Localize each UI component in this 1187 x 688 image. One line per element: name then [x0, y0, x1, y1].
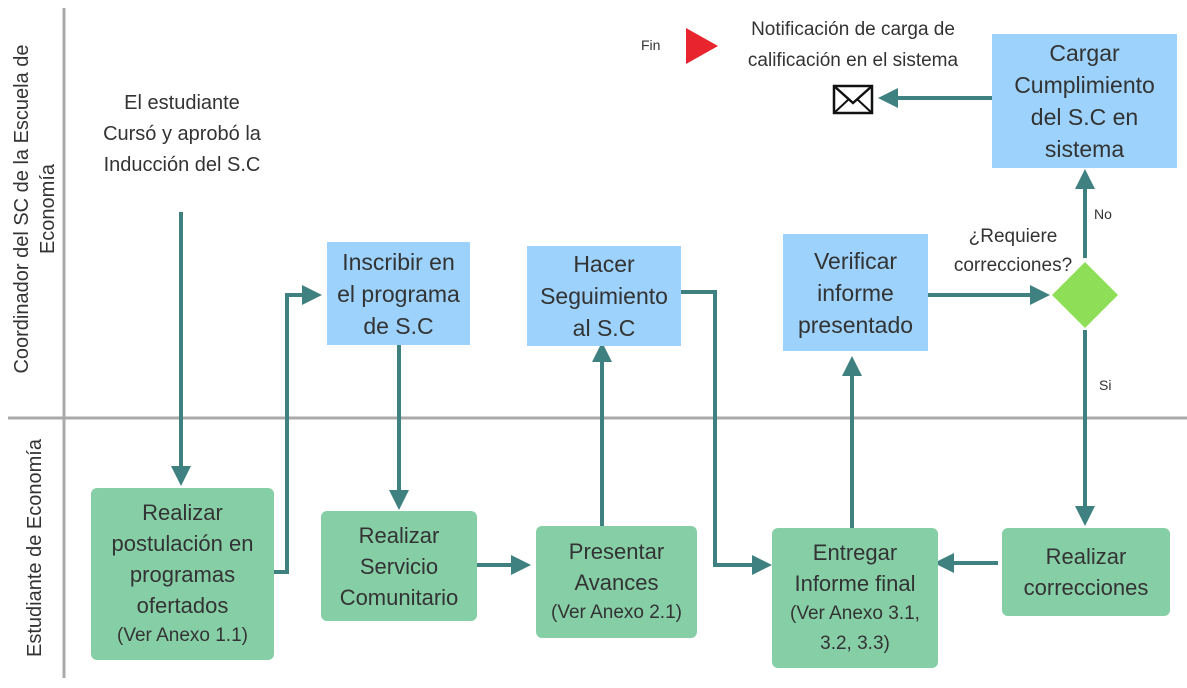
envelope-icon: [832, 84, 874, 115]
box-postulacion-note: (Ver Anexo 1.1): [117, 625, 248, 646]
box-cargar-label: Cargar Cumplimiento del S.C en sistema: [1014, 40, 1155, 162]
box-cargar-cumplimiento: Cargar Cumplimiento del S.C en sistema: [992, 34, 1177, 168]
box-avances-note: (Ver Anexo 2.1): [551, 602, 682, 623]
box-hacer-seguimiento: Hacer Seguimiento al S.C: [527, 246, 681, 346]
box-avances-label: Presentar Avances: [568, 539, 665, 595]
box-presentar-avances: Presentar Avances (Ver Anexo 2.1): [536, 526, 697, 638]
box-realizar-postulacion: Realizar postulación en programas oferta…: [91, 488, 274, 660]
box-verificar-informe: Verificar informe presentado: [783, 234, 928, 351]
box-realizar-servicio: Realizar Servicio Comunitario: [321, 511, 477, 621]
lane-label-estudiante: Estudiante de Economía: [24, 439, 46, 657]
arrow-postulacion-to-inscribir: [274, 285, 322, 574]
box-entregar-informe: Entregar Informe final (Ver Anexo 3.1, 3…: [772, 528, 938, 668]
box-entregar-note: (Ver Anexo 3.1, 3.2, 3.3): [790, 603, 920, 654]
lane-label-coordinador: Coordinador del SC de la Escuela de Econ…: [11, 44, 59, 374]
decision-question: ¿Requiere correcciones?: [953, 226, 1073, 276]
box-correcciones-label: Realizar correcciones: [1023, 544, 1149, 600]
end-label: Fin: [641, 37, 661, 53]
box-seguimiento-label: Hacer Seguimiento al S.C: [540, 251, 668, 341]
box-realizar-correcciones: Realizar correcciones: [1002, 528, 1170, 616]
start-text: El estudiante Cursó y aprobó la Inducció…: [103, 92, 261, 176]
box-entregar-label: Entregar Informe final: [794, 540, 916, 596]
box-inscribir: Inscribir en el programa de S.C: [327, 242, 470, 345]
box-verificar-label: Verificar informe presentado: [797, 247, 914, 338]
notification-text: Notificación de carga de calificación en…: [747, 19, 959, 71]
box-inscribir-label: Inscribir en el programa de S.C: [337, 248, 460, 339]
decision-diamond: [1052, 262, 1118, 328]
end-triangle: [686, 28, 718, 64]
decision-yes-label: Si: [1099, 377, 1112, 393]
box-postulacion-label: Realizar postulación en programas oferta…: [111, 500, 254, 618]
decision-no-label: No: [1094, 206, 1112, 222]
box-servicio-label: Realizar Servicio Comunitario: [339, 522, 459, 610]
arrow-seguimiento-to-entregar: [681, 290, 772, 575]
